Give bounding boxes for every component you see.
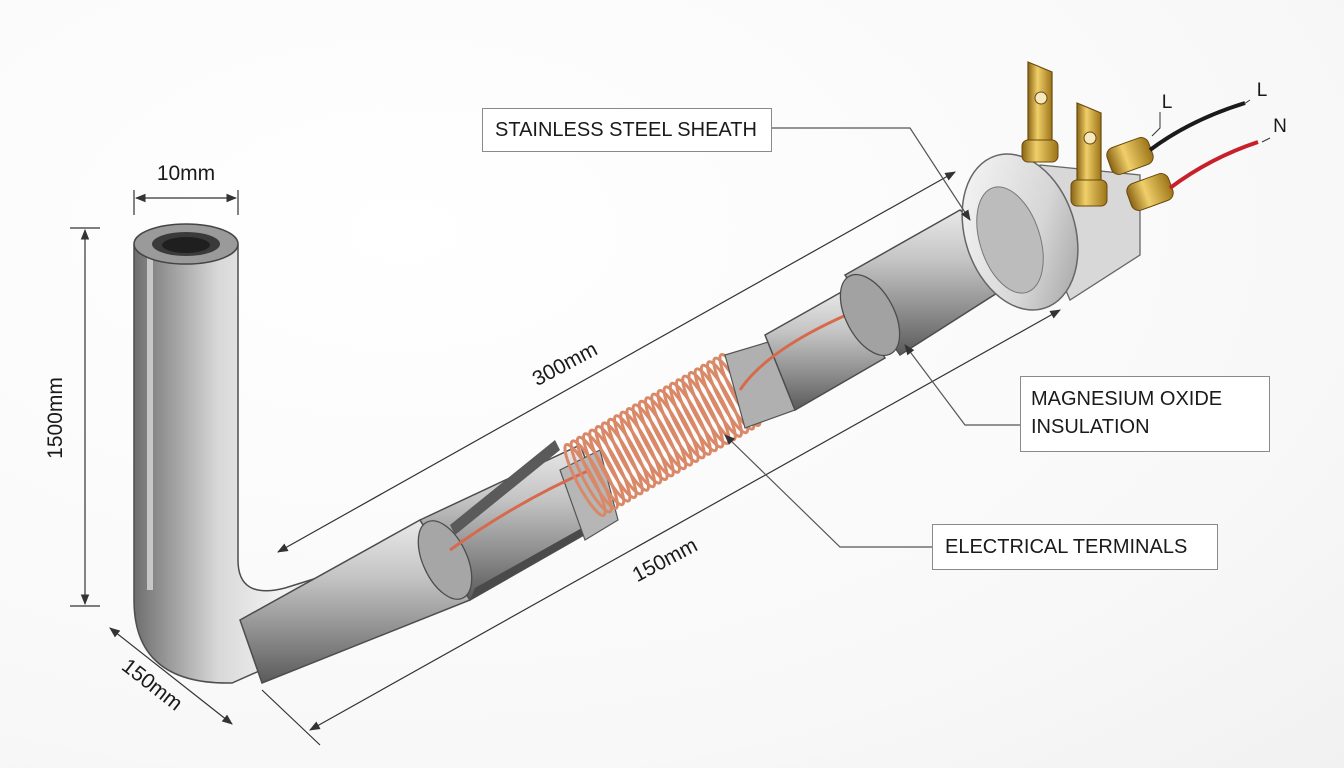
callout-insulation: MAGNESIUM OXIDE INSULATION bbox=[1020, 376, 1270, 452]
tube-opening bbox=[133, 223, 239, 265]
leader-lines bbox=[724, 127, 1020, 548]
dim-diameter-label: 10mm bbox=[157, 162, 215, 185]
wire-label-live-tick bbox=[1151, 112, 1161, 137]
lower-sheath-section bbox=[239, 440, 611, 684]
wire-label-neutral: N bbox=[1273, 116, 1287, 137]
dim-vertical-label: 1500mm bbox=[44, 377, 67, 459]
brass-terminal-right bbox=[1070, 102, 1108, 207]
wire-label-live-1: L bbox=[1162, 92, 1173, 113]
dim-lower-label: 150mm bbox=[629, 534, 702, 587]
dim-upper-label: 300mm bbox=[529, 338, 602, 391]
callout-insulation-line2: INSULATION bbox=[1031, 416, 1150, 438]
live-wire bbox=[1148, 101, 1246, 152]
wire-label-live-2: L bbox=[1257, 80, 1268, 101]
callout-insulation-line1: MAGNESIUM OXIDE bbox=[1031, 388, 1223, 410]
brass-terminal-left bbox=[1021, 61, 1059, 163]
neutral-wire bbox=[1168, 140, 1259, 190]
dimension-lines bbox=[70, 171, 1061, 746]
callout-terminals: ELECTRICAL TERMINALS bbox=[932, 524, 1218, 570]
callout-terminals-text: ELECTRICAL TERMINALS bbox=[945, 536, 1188, 558]
callout-sheath: STAINLESS STEEL SHEATH bbox=[482, 108, 772, 152]
wire-label-live2-tick bbox=[1243, 99, 1251, 105]
brass-sleeves bbox=[1106, 137, 1174, 211]
terminal-collar bbox=[961, 153, 1141, 311]
wire-label-neutral-tick bbox=[1261, 137, 1271, 143]
callout-sheath-text: STAINLESS STEEL SHEATH bbox=[495, 119, 757, 141]
